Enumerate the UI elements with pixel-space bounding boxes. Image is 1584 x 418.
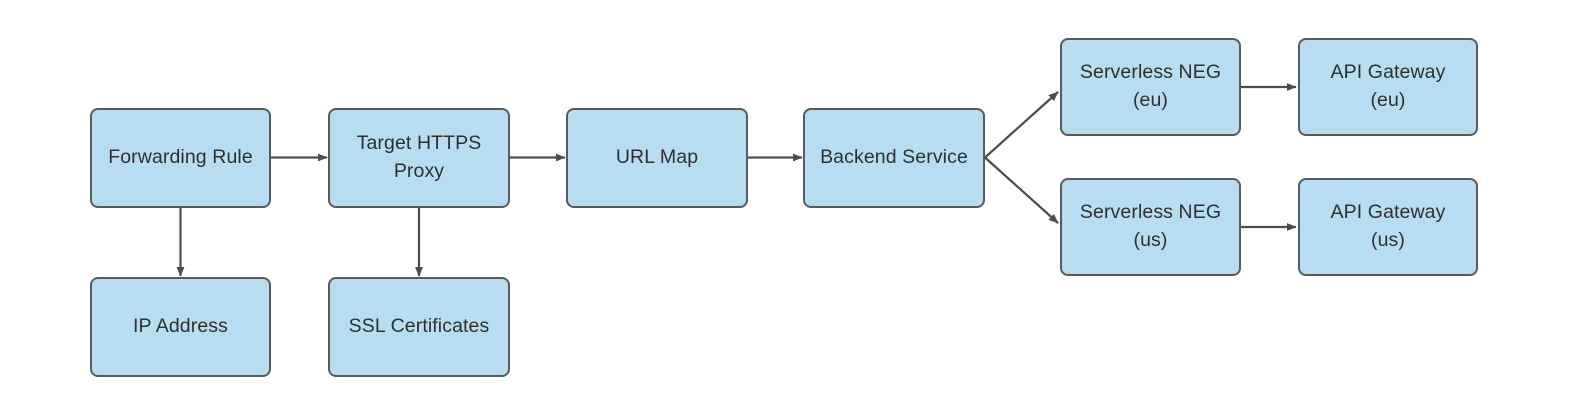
node-api-gateway-eu-label: API Gateway (eu) [1330,61,1446,111]
node-serverless-neg-eu-label: Serverless NEG (eu) [1079,61,1222,111]
node-serverless-neg-us-label: Serverless NEG (us) [1079,201,1222,251]
node-api-gateway-us-label: API Gateway (us) [1330,201,1446,251]
node-ip-address-label: IP Address [133,315,228,338]
node-backend-service[interactable]: Backend Service [803,108,985,208]
node-target-https-proxy-label: Target HTTPS Proxy [356,132,482,182]
node-api-gateway-eu[interactable]: API Gateway (eu) [1298,38,1478,136]
edge-backend-service-to-serverless-neg-eu [984,91,1059,159]
node-target-https-proxy[interactable]: Target HTTPS Proxy [328,108,510,208]
node-api-gateway-us[interactable]: API Gateway (us) [1298,178,1478,276]
node-serverless-neg-us[interactable]: Serverless NEG (us) [1060,178,1241,276]
node-serverless-neg-eu[interactable]: Serverless NEG (eu) [1060,38,1241,136]
node-forwarding-rule-label: Forwarding Rule [108,146,253,169]
node-forwarding-rule[interactable]: Forwarding Rule [90,108,271,208]
node-ip-address[interactable]: IP Address [90,277,271,377]
node-ssl-certificates-label: SSL Certificates [348,315,490,338]
node-ssl-certificates[interactable]: SSL Certificates [328,277,510,377]
node-url-map[interactable]: URL Map [566,108,748,208]
node-backend-service-label: Backend Service [820,146,968,169]
node-url-map-label: URL Map [615,146,699,169]
edge-backend-service-to-serverless-neg-us [984,156,1059,224]
